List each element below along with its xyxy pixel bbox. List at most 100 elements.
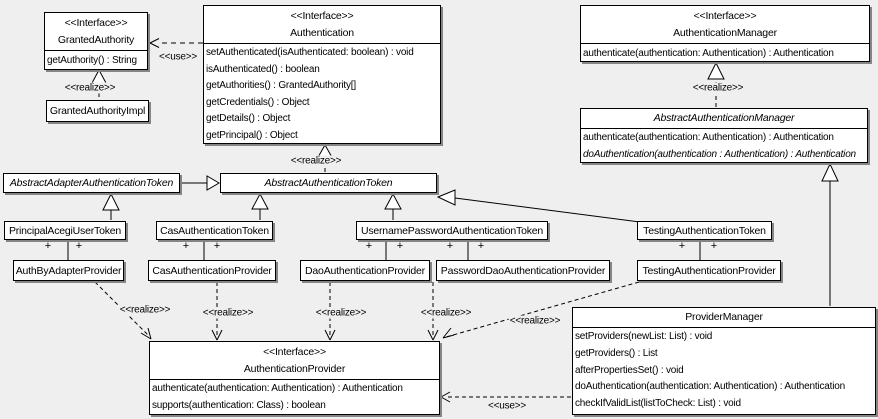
- association-plus: +: [213, 240, 221, 252]
- class-cas-authentication-token[interactable]: CasAuthenticationToken: [156, 221, 273, 240]
- class-name: AbstractAuthenticationManager: [653, 112, 795, 124]
- realize-label: <<realize>>: [289, 155, 343, 167]
- use-label: <<use>>: [486, 400, 528, 412]
- class-name: GrantedAuthorityImpl: [49, 105, 146, 117]
- association-plus: +: [396, 240, 404, 252]
- class-title: ProviderManager: [573, 308, 875, 328]
- association-plus: +: [710, 240, 718, 252]
- class-username-password-authentication-token[interactable]: UsernamePasswordAuthenticationToken: [356, 221, 548, 240]
- method: checkIfValidList(listToCheck: List) : vo…: [575, 398, 741, 410]
- method: setAuthenticated(isAuthenticated: boolea…: [206, 47, 414, 58]
- method: setProviders(newList: List) : void: [575, 331, 713, 342]
- class-name: TestingAuthenticationToken: [643, 224, 766, 237]
- class-dao-authentication-provider[interactable]: DaoAuthenticationProvider: [300, 260, 430, 281]
- method: isAuthenticated() : boolean: [206, 63, 320, 75]
- method: authenticate(authentication: Authenticat…: [583, 132, 834, 143]
- class-name: PasswordDaoAuthenticationProvider: [440, 264, 606, 277]
- edge-use-authentication-grantedauthority: [149, 38, 203, 48]
- class-methods: authenticate(authentication: Authenticat…: [150, 380, 439, 414]
- class-abstract-adapter-authentication-token[interactable]: AbstractAdapterAuthenticationToken: [3, 173, 180, 193]
- class-name: GrantedAuthority: [57, 34, 135, 46]
- realize-label: <<realize>>: [508, 315, 562, 327]
- class-password-dao-authentication-provider[interactable]: PasswordDaoAuthenticationProvider: [436, 260, 610, 281]
- use-label: <<use>>: [157, 51, 199, 63]
- class-name: AuthByAdapterProvider: [15, 264, 122, 277]
- realize-label: <<realize>>: [118, 304, 172, 316]
- method: doAuthentication(authentication: Authent…: [575, 381, 845, 393]
- class-authentication-manager[interactable]: <<Interface>> AuthenticationManager auth…: [580, 5, 870, 62]
- stereotype: <<Interface>>: [263, 346, 326, 358]
- class-authentication[interactable]: <<Interface>> Authentication setAuthenti…: [203, 5, 441, 144]
- stereotype: <<Interface>>: [693, 10, 757, 22]
- class-cas-authentication-provider[interactable]: CasAuthenticationProvider: [148, 260, 276, 281]
- method: getAuthority() : String: [47, 55, 137, 66]
- method: getDetails() : Object: [206, 113, 291, 125]
- class-abstract-authentication-token[interactable]: AbstractAuthenticationToken: [220, 173, 437, 193]
- class-provider-manager[interactable]: ProviderManager setProviders(newList: Li…: [572, 307, 876, 415]
- edge-gen-castoken: [251, 192, 269, 220]
- class-name: AuthenticationManager: [673, 27, 777, 39]
- realize-label: <<realize>>: [691, 82, 745, 94]
- edge-realize-passworddaoprovider: [427, 282, 439, 341]
- edge-gen-providermanager: [821, 162, 839, 306]
- class-title: <<Interface>> Authentication: [204, 6, 440, 44]
- class-auth-by-adapter-provider[interactable]: AuthByAdapterProvider: [13, 260, 124, 281]
- class-name: AbstractAdapterAuthenticationToken: [9, 177, 174, 189]
- class-granted-authority[interactable]: <<Interface>> GrantedAuthority getAuthor…: [44, 12, 148, 70]
- edge-use-providermanager: [440, 391, 571, 403]
- class-name: UsernamePasswordAuthenticationToken: [360, 224, 544, 237]
- edge-realize-testingprovider: [442, 281, 640, 339]
- stereotype: <<Interface>>: [64, 17, 128, 29]
- class-name: Authentication: [290, 27, 354, 39]
- class-title: AbstractAuthenticationManager: [581, 109, 867, 129]
- class-authentication-provider[interactable]: <<Interface>> AuthenticationProvider aut…: [149, 341, 440, 415]
- class-name: AbstractAuthenticationToken: [264, 177, 393, 189]
- realize-label: <<realize>>: [63, 82, 117, 94]
- class-principal-acegi-user-token[interactable]: PrincipalAcegiUserToken: [4, 221, 126, 240]
- method: doAuthentication(authentication : Authen…: [583, 148, 856, 160]
- class-methods: setProviders(newList: List) : void getPr…: [573, 328, 875, 413]
- class-name: AuthenticationProvider: [243, 363, 346, 375]
- edge-gen-principaltoken: [102, 192, 120, 220]
- association-plus: +: [182, 240, 190, 252]
- class-title: <<Interface>> AuthenticationProvider: [150, 342, 439, 380]
- class-name: ProviderManager: [685, 311, 763, 323]
- method: afterPropertiesSet() : void: [575, 364, 684, 376]
- class-granted-authority-impl[interactable]: GrantedAuthorityImpl: [46, 100, 149, 122]
- class-name: TestingAuthenticationProvider: [642, 264, 776, 277]
- association-plus: +: [44, 240, 52, 252]
- method: getPrincipal() : Object: [206, 129, 298, 141]
- method: getAuthorities() : GrantedAuthority[]: [206, 80, 356, 92]
- method: authenticate(authentication: Authenticat…: [152, 383, 403, 394]
- class-methods: authenticate(authentication: Authenticat…: [581, 129, 867, 163]
- method: getCredentials() : Object: [206, 96, 310, 108]
- class-name: CasAuthenticationProvider: [152, 264, 272, 277]
- method: supports(authentication: Class) : boolea…: [152, 399, 326, 411]
- association-plus: +: [678, 240, 686, 252]
- edge-assoc-token-provider: [67, 239, 701, 261]
- edge-gen-testingtoken: [436, 189, 641, 223]
- edge-realize-casprovider: [211, 282, 223, 341]
- stereotype: <<Interface>>: [290, 10, 354, 22]
- class-testing-authentication-token[interactable]: TestingAuthenticationToken: [637, 221, 772, 240]
- edge-gen-uptoken: [384, 192, 402, 220]
- edge-realize-daoprovider: [324, 282, 336, 341]
- class-name: PrincipalAcegiUserToken: [8, 224, 122, 237]
- association-plus: +: [75, 240, 83, 252]
- class-methods: authenticate(authentication: Authenticat…: [581, 44, 869, 63]
- realize-label: <<realize>>: [201, 307, 255, 319]
- method: getProviders() : List: [575, 347, 658, 359]
- realize-label: <<realize>>: [419, 307, 473, 319]
- method: authenticate(authentication: Authenticat…: [583, 48, 834, 59]
- class-title: <<Interface>> GrantedAuthority: [45, 13, 147, 51]
- class-name: CasAuthenticationToken: [160, 224, 269, 237]
- class-methods: setAuthenticated(isAuthenticated: boolea…: [204, 44, 440, 145]
- association-plus: +: [446, 240, 454, 252]
- class-methods: getAuthority() : String: [45, 51, 147, 70]
- class-abstract-authentication-manager[interactable]: AbstractAuthenticationManager authentica…: [580, 108, 868, 163]
- class-testing-authentication-provider[interactable]: TestingAuthenticationProvider: [637, 260, 781, 281]
- association-plus: +: [365, 240, 373, 252]
- class-title: <<Interface>> AuthenticationManager: [581, 6, 869, 44]
- realize-label: <<realize>>: [314, 307, 368, 319]
